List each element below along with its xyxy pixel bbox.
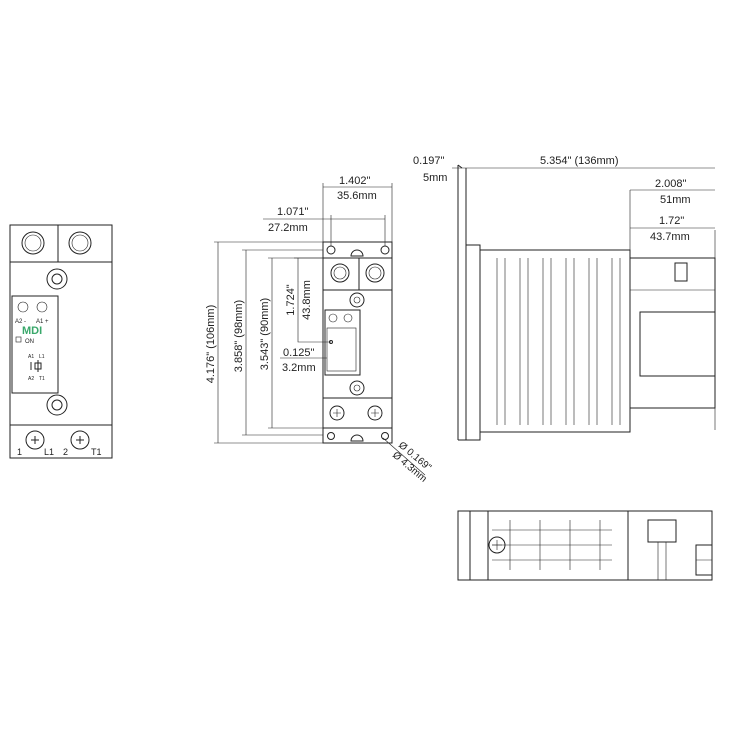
side-view: 0.197" 5mm 5.354" (136mm) 2.008" 51mm 1.… [413, 155, 716, 441]
control-module-side [629, 257, 716, 409]
schematic-t1: T1 [39, 376, 45, 382]
bottom-view [457, 510, 713, 581]
heatsink [479, 249, 631, 433]
terminal-2-label: 2 [63, 447, 68, 457]
screw-icon [488, 536, 506, 554]
coil-terminal-a1-label: A1 + [36, 319, 49, 325]
terminal-l1-label: L1 [44, 447, 54, 457]
mounting-screw-icon [46, 268, 68, 290]
side-dimension-lines [452, 167, 715, 229]
schematic-a2: A2 [28, 376, 34, 382]
rail-in-label: 0.197" [413, 155, 445, 167]
push-button-icon [68, 231, 92, 255]
module-body-mm-label: 43.7mm [650, 231, 690, 243]
mounting-screw-icon [46, 394, 68, 416]
dimensioned-front-view: 1.402" 35.6mm 1.071" 27.2mm 4.176" (106m… [205, 175, 433, 485]
relay-schematic-icon [30, 360, 42, 372]
coil-terminal-a2-label: A2 - [15, 319, 26, 325]
hole-spacing-in-label: 1.071" [277, 206, 309, 218]
rail-mm-label: 5mm [423, 172, 447, 184]
height-overall-label: 4.176" (106mm) [205, 305, 217, 384]
terminal-screw-icon [36, 301, 48, 313]
indicator-label: ON [25, 339, 34, 345]
brand-logo: MDI [22, 325, 42, 337]
led-indicator-icon [15, 336, 22, 343]
led-x-in-label: 0.125" [283, 347, 315, 359]
width-in-label: 1.402" [339, 175, 371, 187]
height-holes-label: 3.858" (98mm) [233, 300, 245, 372]
module-depth-mm-label: 51mm [660, 194, 691, 206]
dimension-lines [214, 183, 426, 476]
relay-body-outline [9, 224, 113, 459]
module-body-in-label: 1.72" [659, 215, 684, 227]
schematic-a1: A1 [28, 354, 34, 360]
terminal-1-label: 1 [17, 447, 22, 457]
depth-total-label: 5.354" (136mm) [540, 155, 619, 167]
width-mm-label: 35.6mm [337, 190, 377, 202]
din-rail [457, 164, 470, 441]
module-depth-in-label: 2.008" [655, 178, 687, 190]
hole-spacing-mm-label: 27.2mm [268, 222, 308, 234]
din-clip-icon [350, 249, 364, 257]
power-terminal-screw-icon [70, 430, 90, 450]
bottom-outline [457, 510, 713, 581]
terminal-screw-icon [17, 301, 29, 313]
led-offset-mm-label: 43.8mm [301, 280, 313, 320]
led-offset-in-label: 1.724" [285, 284, 297, 316]
led-x-mm-label: 3.2mm [282, 362, 316, 374]
push-button-icon [21, 231, 45, 255]
power-terminal-screw-icon [25, 430, 45, 450]
schematic-l1: L1 [39, 354, 45, 360]
front-view: A2 - A1 + MDI ON A1 L1 A2 T1 1 L1 2 T1 [9, 224, 113, 459]
height-body-label: 3.543" (90mm) [259, 298, 271, 370]
control-module-panel [11, 295, 59, 394]
terminal-t1-label: T1 [91, 447, 102, 457]
